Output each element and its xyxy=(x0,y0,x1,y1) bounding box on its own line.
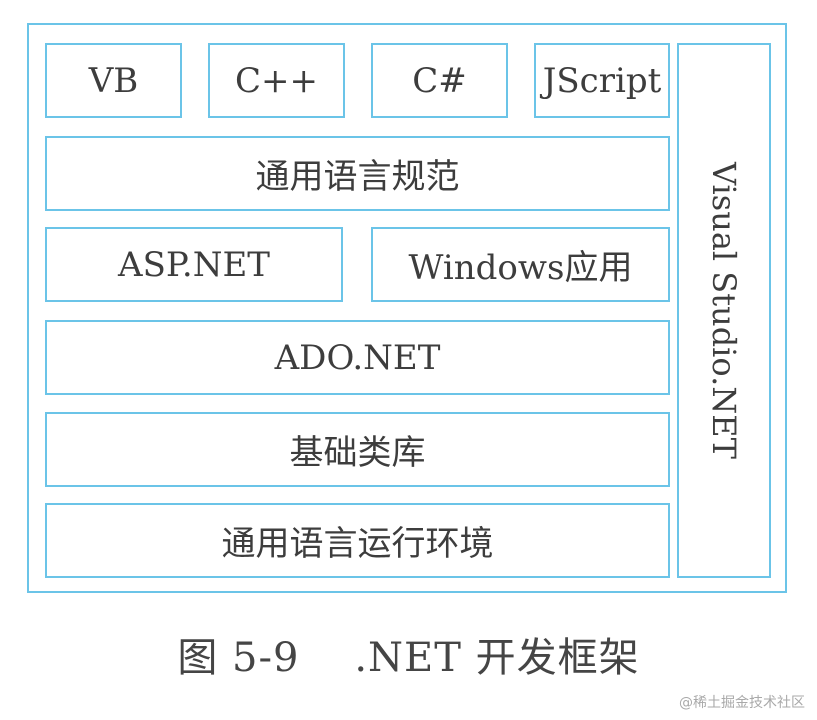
figure-caption: 图 5-9 .NET 开发框架 xyxy=(177,635,640,681)
watermark: @稀土掘金技术社区 xyxy=(679,695,805,711)
visual-studio-box: Visual Studio.NET xyxy=(677,43,771,578)
clr-box: 通用语言运行环境 xyxy=(45,503,670,578)
asp-net-box: ASP.NET xyxy=(45,227,343,302)
lang-box-vb: VB xyxy=(45,43,182,118)
ado-net-label: ADO.NET xyxy=(274,337,441,378)
lang-box-cpp: C++ xyxy=(208,43,345,118)
lang-label-csharp: C# xyxy=(412,60,467,101)
cls-label: 通用语言规范 xyxy=(255,157,460,197)
lang-box-jscript: JScript xyxy=(534,43,670,118)
asp-net-label: ASP.NET xyxy=(118,244,270,285)
cls-box: 通用语言规范 xyxy=(45,136,670,211)
clr-label: 通用语言运行环境 xyxy=(221,524,494,564)
windows-app-label: Windows应用 xyxy=(408,248,633,288)
lang-label-jscript: JScript xyxy=(542,60,662,101)
lang-label-vb: VB xyxy=(88,60,139,101)
lang-label-cpp: C++ xyxy=(235,60,318,101)
visual-studio-label: Visual Studio.NET xyxy=(705,162,743,459)
base-class-library-box: 基础类库 xyxy=(45,412,670,487)
ado-net-box: ADO.NET xyxy=(45,320,670,395)
windows-app-box: Windows应用 xyxy=(371,227,670,302)
base-class-library-label: 基础类库 xyxy=(289,433,426,473)
lang-box-csharp: C# xyxy=(371,43,508,118)
framework-diagram-frame xyxy=(27,23,787,593)
